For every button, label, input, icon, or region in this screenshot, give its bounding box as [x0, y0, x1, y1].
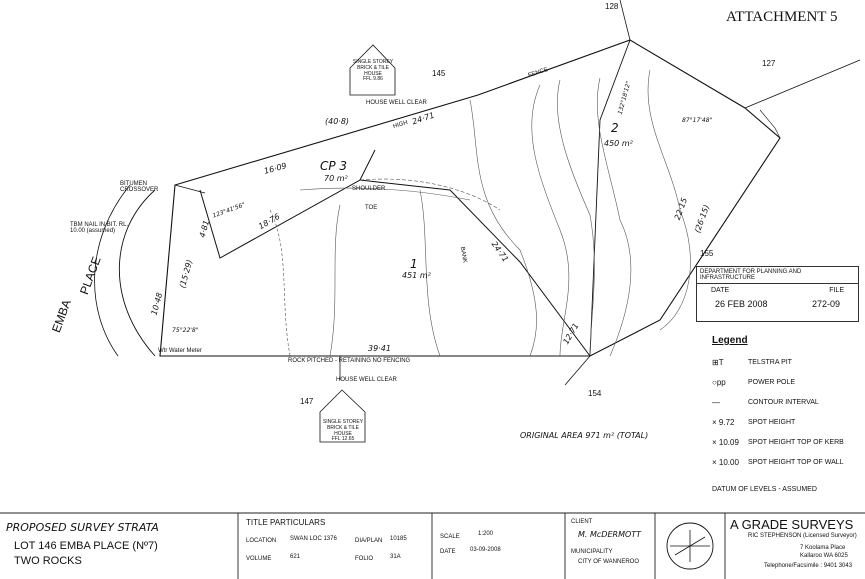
dpi-stamp: DEPARTMENT FOR PLANNING AND INFRASTRUCTU…: [696, 266, 859, 322]
stamp-file: 272-09: [811, 299, 840, 309]
lot-155-label: 155: [700, 249, 714, 258]
angle-87: 87°17'48": [682, 117, 713, 124]
original-area: ORIGINAL AREA 971 m² (TOTAL): [520, 431, 649, 440]
cp-boundary: [199, 149, 376, 259]
tbm-label: TBM NAIL IN BIT. RL. 10.00 (assumed): [70, 222, 129, 234]
tb-company: A GRADE SURVEYS: [730, 517, 854, 532]
stamp-file-label: FILE: [829, 287, 844, 294]
dim-39-41: 39·41: [368, 344, 391, 353]
tb-client-label: CLIENT: [571, 519, 593, 525]
bitumen-crossover: BITUMEN CROSSOVER: [120, 181, 159, 193]
tb-folio: 31A: [390, 554, 401, 560]
north-arrow-circle: [666, 522, 714, 570]
cp-area: 70 m²: [324, 174, 348, 183]
tb-volume: 621: [290, 554, 301, 560]
lot-147-label: 147: [300, 397, 314, 406]
lot2-label: 2: [611, 121, 619, 135]
tb-phone: Telephone/Facsimile : 9401 3043: [764, 563, 853, 569]
boundary-154: [564, 355, 591, 386]
tb-scale: 1:200: [478, 531, 494, 537]
lot-154-label: 154: [588, 389, 602, 398]
tb-suburb: TWO ROCKS: [14, 555, 82, 567]
emba-road-curve-2: [94, 184, 131, 357]
tb-lot: LOT 146 EMBA PLACE (Nº7): [14, 540, 158, 552]
tb-folio-label: FOLIO: [355, 556, 374, 562]
tb-location: SWAN LOC 1376: [290, 536, 337, 542]
cp-label: CP 3: [320, 159, 348, 173]
fence-bottom-label: ROCK PITCHED - RETAINING NO FENCING: [288, 358, 411, 364]
emba-road-curve: [118, 189, 156, 357]
boundary-128: [619, 0, 631, 41]
tb-address1: 7 Koolama Place: [800, 545, 846, 551]
shoulder-label: SHOULDER: [352, 186, 386, 192]
lot-128-label: 128: [605, 2, 619, 11]
tb-proposed: PROPOSED SURVEY STRATA: [6, 521, 159, 534]
house-south-outline: [319, 389, 366, 443]
legend-title: Legend: [712, 335, 748, 346]
tb-volume-label: VOLUME: [246, 556, 272, 562]
stamp-dept: DEPARTMENT FOR PLANNING AND INFRASTRUCTU…: [697, 267, 858, 284]
water-meter-label: Wtr Water Meter: [158, 348, 202, 354]
tb-plan-label: DIA/PLAN: [355, 538, 383, 544]
tb-address2: Kallaroo WA 6025: [800, 553, 848, 559]
dim-40-8: (40·8): [325, 117, 350, 126]
house-south-clear: HOUSE WELL CLEAR: [336, 377, 397, 383]
lot1-area: 451 m²: [402, 271, 431, 280]
lot-127-label: 127: [762, 59, 776, 68]
tb-location-label: LOCATION: [246, 538, 277, 544]
house-north-outline: [349, 44, 396, 96]
toe-label: TOE: [365, 205, 378, 211]
lot2-area: 450 m²: [604, 139, 633, 148]
house-north-clear: HOUSE WELL CLEAR: [366, 100, 427, 106]
tb-client: M. McDERMOTT: [578, 530, 642, 539]
tb-date: 03-09-2008: [470, 547, 501, 553]
angle-75: 75°22'8": [172, 327, 199, 334]
lot-division-line: [359, 179, 591, 357]
boundary-155: [759, 109, 781, 139]
legend-item: —CONTOUR INTERVAL: [712, 397, 819, 407]
tb-plan: 10185: [390, 536, 407, 542]
lot-145-label: 145: [432, 69, 446, 78]
north-arrow-pointer: [670, 530, 710, 562]
boundary-127: [744, 59, 861, 109]
tb-municipality: CITY OF WANNEROO: [578, 559, 640, 565]
legend-datum: DATUM OF LEVELS - ASSUMED: [712, 486, 817, 493]
tb-scale-label: SCALE: [440, 534, 460, 540]
tb-date-label: DATE: [440, 549, 456, 555]
stamp-date: 26 FEB 2008: [715, 299, 768, 309]
lot1-label: 1: [410, 257, 418, 271]
tb-municipality-label: MUNICIPALITY: [571, 549, 613, 555]
attachment-label: ATTACHMENT 5: [726, 9, 838, 25]
road-edge: [174, 184, 206, 194]
tb-surveyor: RIC STEPHENSON (Licensed Surveyor): [748, 533, 857, 539]
tb-title-particulars: TITLE PARTICULARS: [246, 518, 326, 527]
lot-division-line-2: [589, 39, 631, 357]
stamp-date-label: DATE: [711, 287, 730, 294]
